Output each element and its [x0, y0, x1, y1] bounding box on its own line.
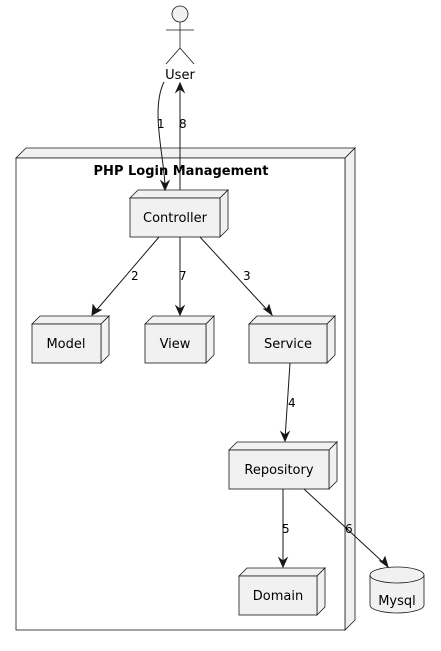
service-top-face: [248, 315, 336, 325]
edge-service-to-repository: 4: [279, 362, 296, 443]
domain-label: Domain: [253, 589, 303, 604]
actor-label: User: [165, 68, 195, 83]
mysql-database: Mysql: [369, 566, 425, 614]
edge-3-label: 3: [243, 269, 251, 283]
repository-label: Repository: [244, 463, 313, 478]
service-side-face: [326, 315, 336, 364]
edge-2-label: 2: [131, 269, 139, 283]
controller-side-face: [219, 189, 229, 238]
edge-6-label: 6: [345, 522, 353, 536]
edge-repository-to-mysql: 6: [303, 488, 389, 569]
view-top-face: [144, 315, 215, 325]
edge-1-arrowhead: [159, 179, 171, 192]
domain-front-face: [238, 575, 318, 616]
edge-2-line: [93, 236, 160, 314]
edge-controller-to-service: 3: [199, 236, 273, 317]
edge-8-label: 8: [179, 117, 187, 131]
edge-controller-to-view: 7: [174, 237, 187, 317]
repository-front-face: [228, 449, 330, 490]
edge-6-arrowhead: [378, 555, 389, 569]
edge-2-arrowhead: [91, 303, 103, 316]
actor-right-leg: [179, 47, 195, 65]
view-side-face: [205, 315, 215, 364]
repository-top-face: [228, 441, 338, 451]
controller-front-face: [129, 197, 221, 238]
model-front-face: [31, 323, 102, 364]
edge-4-arrowhead: [279, 430, 291, 443]
edge-6-line: [303, 488, 387, 566]
package-side-face: [344, 147, 356, 631]
edge-5-arrowhead: [277, 556, 289, 569]
edge-3-arrowhead: [262, 303, 273, 317]
actor-head: [171, 5, 189, 23]
edge-5-label: 5: [282, 522, 290, 536]
model-top-face: [31, 315, 110, 325]
edge-8-arrowhead: [174, 81, 186, 94]
service-label: Service: [264, 337, 312, 352]
package-title: PHP Login Management: [94, 164, 269, 179]
model-label: Model: [46, 337, 85, 352]
package-top-face: [15, 147, 356, 159]
edge-user-to-controller: 1: [157, 81, 171, 192]
view-node: View: [144, 315, 215, 364]
controller-top-face: [129, 189, 229, 199]
controller-node: Controller: [129, 189, 229, 238]
edge-7-label: 7: [179, 269, 187, 283]
model-node: Model: [31, 315, 110, 364]
edge-4-label: 4: [288, 396, 296, 410]
service-front-face: [248, 323, 328, 364]
actor-left-leg: [165, 47, 181, 65]
edge-1-label: 1: [157, 117, 165, 131]
edge-repository-to-domain: 5: [277, 489, 290, 569]
edge-7-arrowhead: [174, 304, 186, 317]
repository-node: Repository: [228, 441, 338, 490]
domain-side-face: [316, 567, 326, 616]
mysql-cylinder-rim: [369, 574, 425, 584]
mysql-label: Mysql: [378, 594, 416, 609]
mysql-cylinder-body: [369, 566, 425, 614]
domain-top-face: [238, 567, 326, 577]
view-front-face: [144, 323, 207, 364]
user-actor: User: [165, 5, 195, 83]
model-side-face: [100, 315, 110, 364]
edge-1-line: [157, 81, 166, 189]
controller-label: Controller: [143, 211, 208, 226]
edge-3-line: [199, 236, 271, 314]
edge-4-line: [284, 362, 291, 440]
edge-controller-to-user: 8: [174, 81, 187, 190]
repository-side-face: [328, 441, 338, 490]
edge-controller-to-model: 2: [91, 236, 160, 316]
domain-node: Domain: [238, 567, 326, 616]
view-label: View: [160, 337, 191, 352]
service-node: Service: [248, 315, 336, 364]
